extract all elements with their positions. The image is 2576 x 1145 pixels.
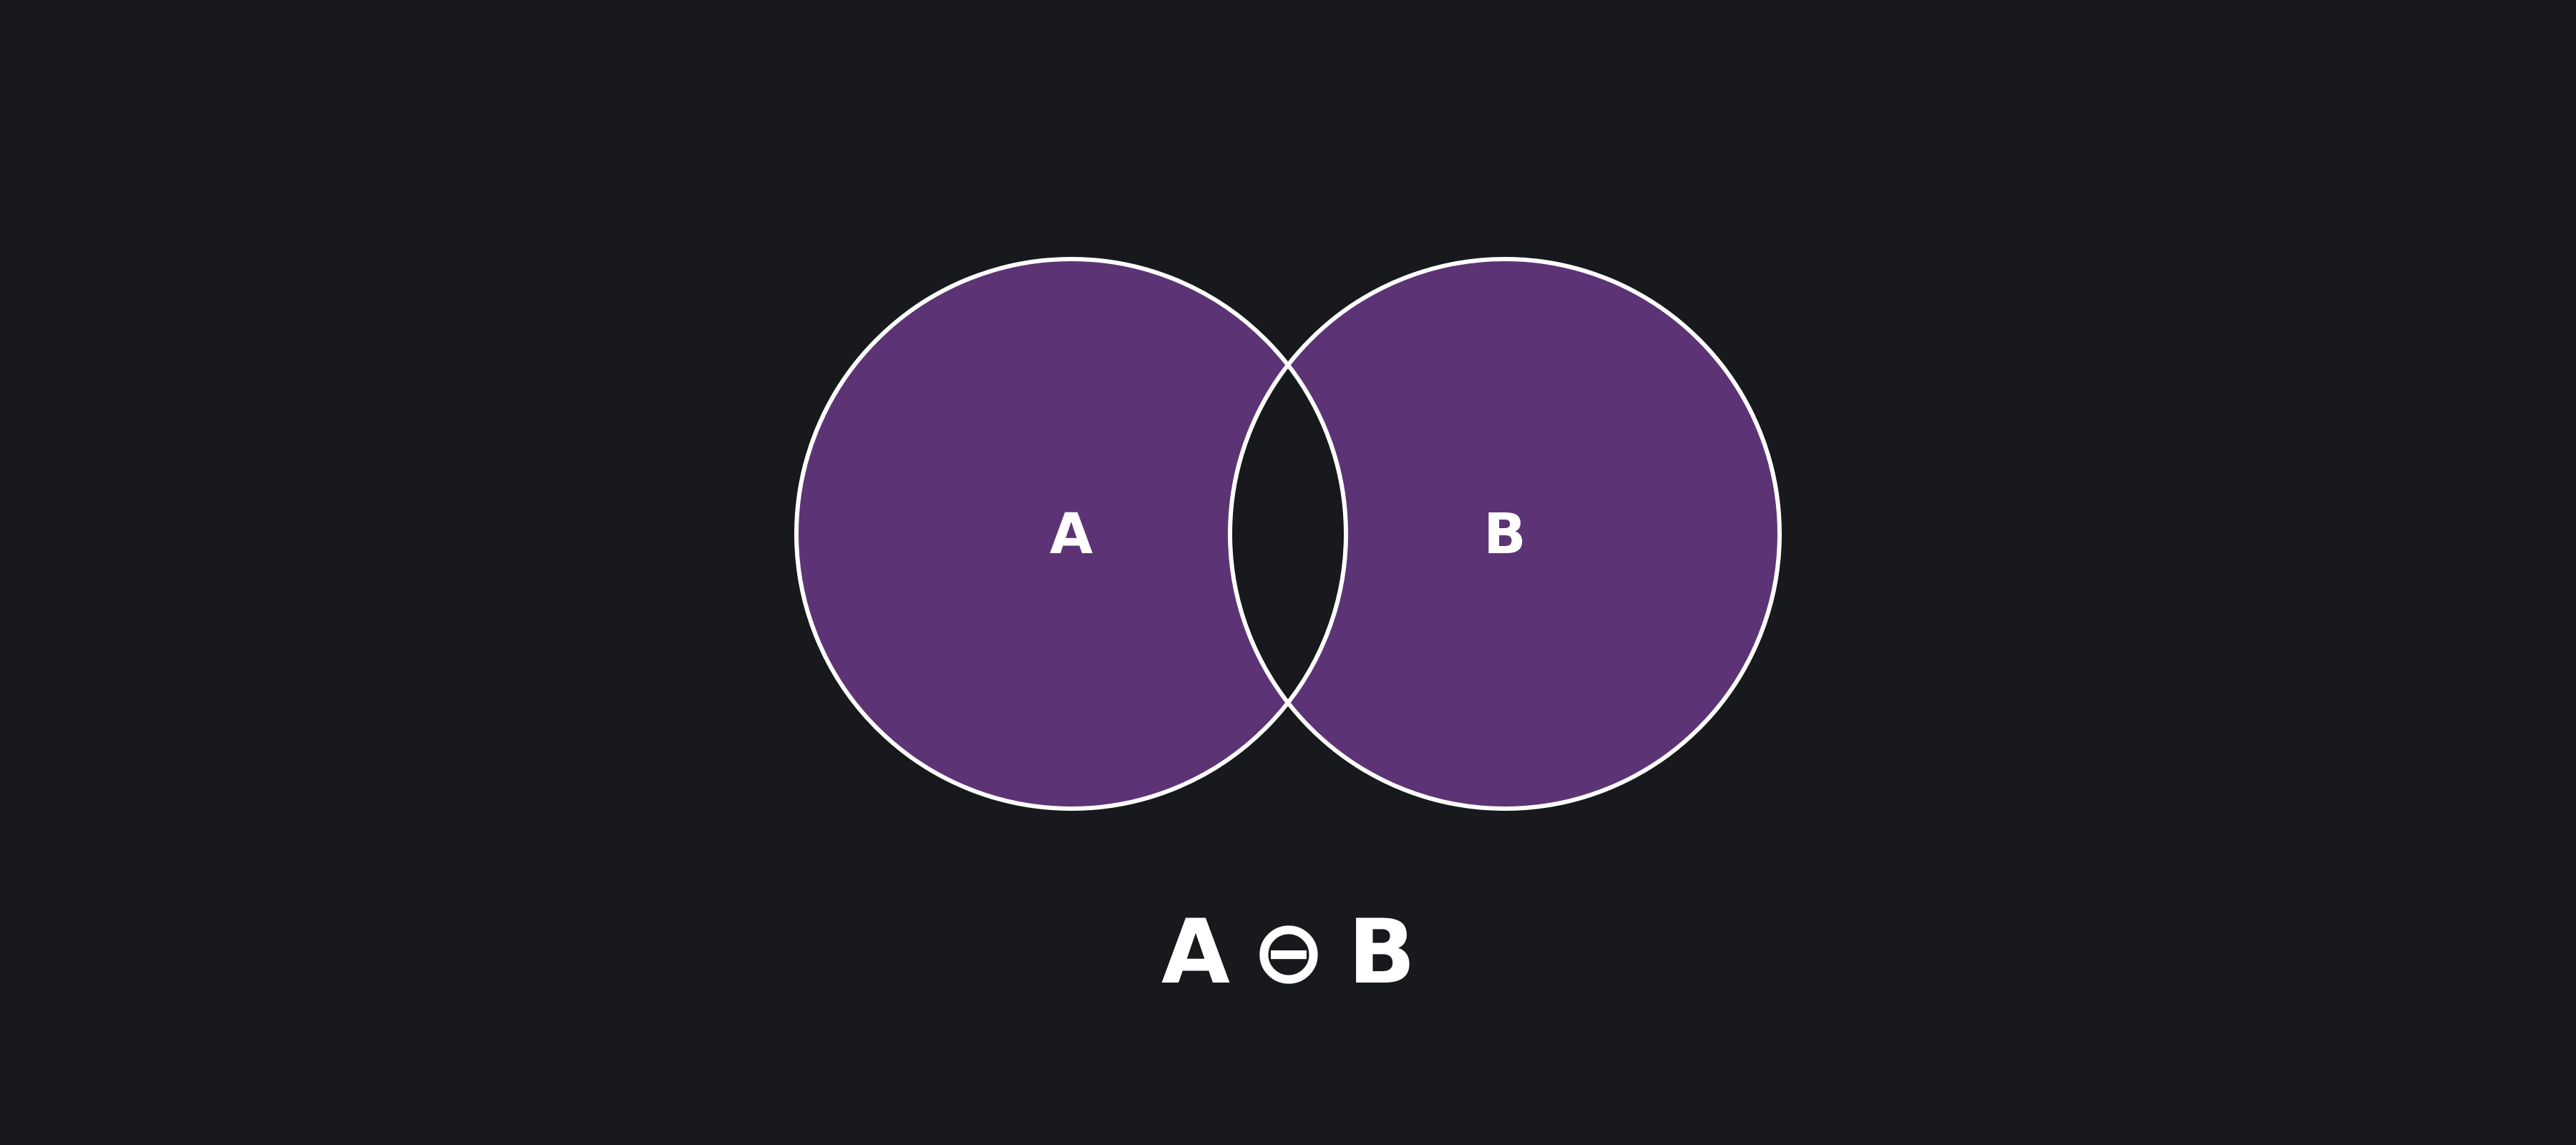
set-b-circle [1230,259,1780,809]
set-b-outline [1228,257,1782,811]
symmetric-difference-operator: ⊖ [1252,901,1326,1004]
set-b-label: B [1483,502,1526,567]
set-a-outline [794,257,1348,811]
set-a-label: A [1050,502,1093,567]
formula-left-operand: A [1161,901,1230,1004]
formula-right-operand: B [1348,901,1416,1004]
set-a-circle [796,259,1346,809]
